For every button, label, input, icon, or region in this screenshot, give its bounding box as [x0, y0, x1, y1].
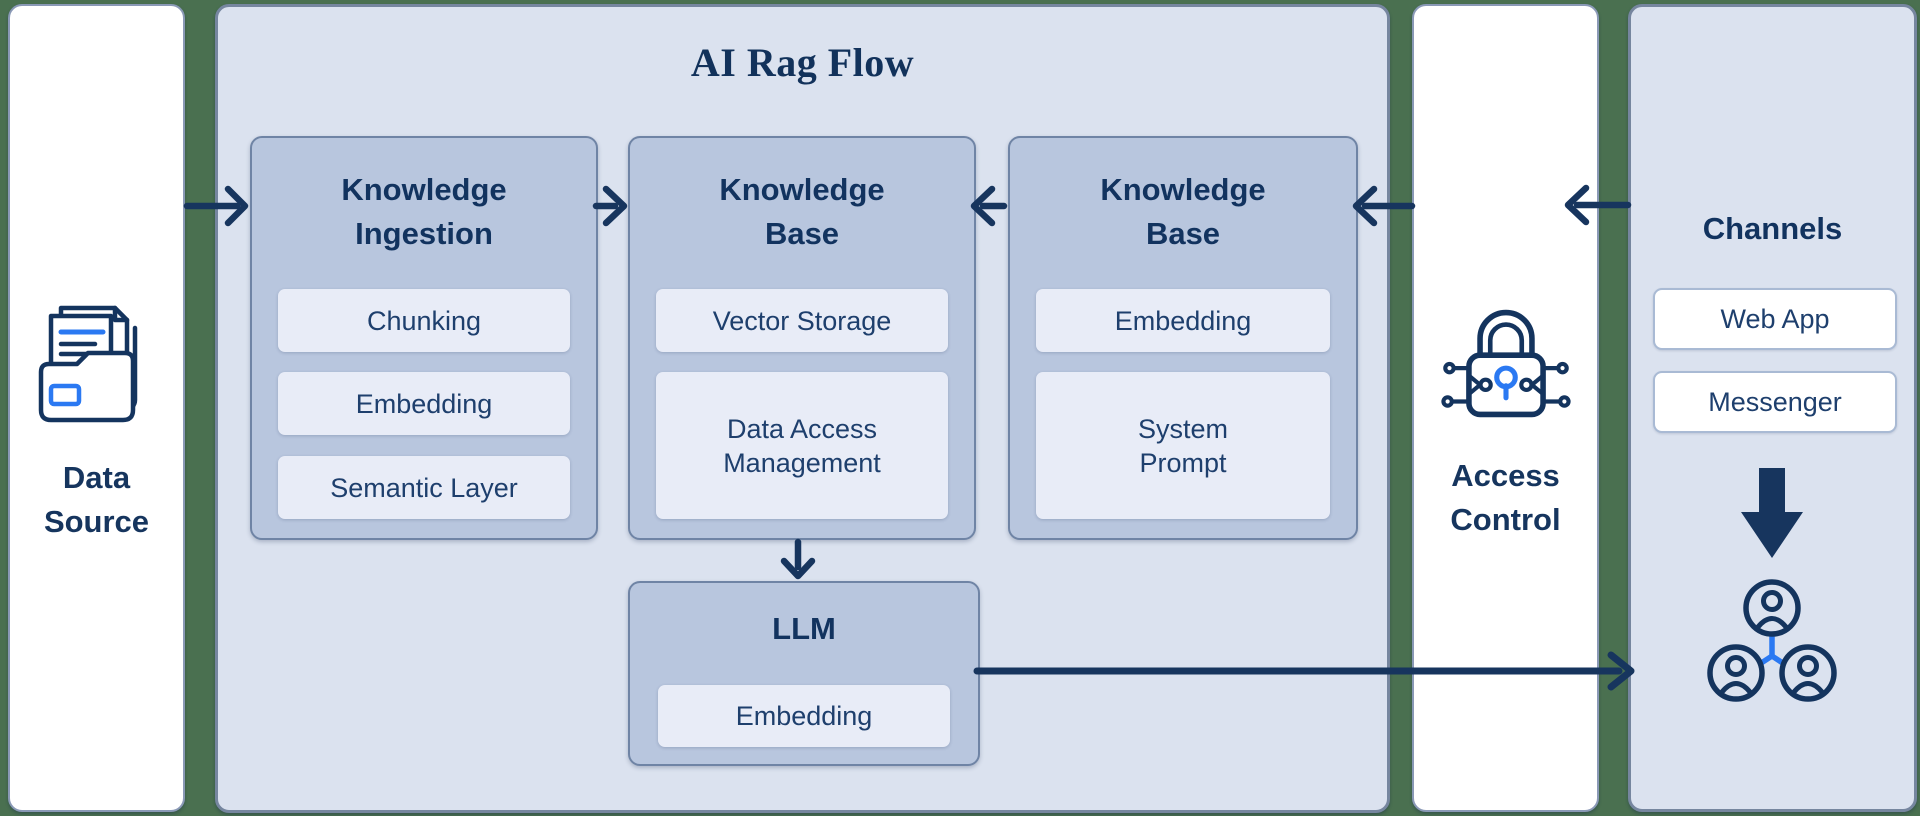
access-control-label-text: Access Control: [1450, 458, 1561, 537]
llm-embedding-item: Embedding: [658, 685, 950, 747]
channels-title: Channels: [1702, 211, 1843, 246]
data-source-panel: Data Source: [8, 4, 185, 812]
embedding-item-kb2: Embedding: [1036, 289, 1330, 352]
knowledge-base-box-1: Knowledge Base Vector Storage Data Acces…: [628, 136, 976, 540]
data-access-management-text: Data Access Management: [723, 413, 881, 478]
access-control-label: Access Control: [1414, 454, 1597, 542]
llm-box: LLM Embedding: [628, 581, 980, 766]
folder-documents-icon: [38, 305, 137, 423]
diagram-title: AI Rag Flow: [690, 40, 915, 85]
embedding-item: Embedding: [278, 372, 570, 435]
messenger-item: Messenger: [1653, 371, 1897, 433]
vector-storage-item: Vector Storage: [656, 289, 948, 352]
data-source-label: Data Source: [10, 456, 183, 544]
data-access-management-item: Data Access Management: [656, 372, 948, 519]
semantic-layer-item: Semantic Layer: [278, 456, 570, 519]
knowledge-ingestion-title: Knowledge Ingestion: [341, 172, 507, 251]
knowledge-base-box-2: Knowledge Base Embedding System Prompt: [1008, 136, 1358, 540]
circuit-lock-icon: [1440, 309, 1571, 418]
rag-flow-panel: AI Rag Flow Knowledge Ingestion Chunking…: [215, 4, 1390, 813]
knowledge-base-1-title: Knowledge Base: [719, 172, 885, 251]
system-prompt-item: System Prompt: [1036, 372, 1330, 519]
system-prompt-text: System Prompt: [1137, 413, 1229, 478]
channels-panel: Channels Web App Messenger: [1628, 4, 1917, 812]
data-source-label-text: Data Source: [43, 460, 150, 539]
access-control-panel: Access Control: [1412, 4, 1599, 812]
knowledge-ingestion-box: Knowledge Ingestion Chunking Embedding S…: [250, 136, 598, 540]
knowledge-base-2-title: Knowledge Base: [1100, 172, 1266, 251]
llm-title: LLM: [772, 611, 836, 646]
web-app-item: Web App: [1653, 288, 1897, 350]
chunking-item: Chunking: [278, 289, 570, 352]
